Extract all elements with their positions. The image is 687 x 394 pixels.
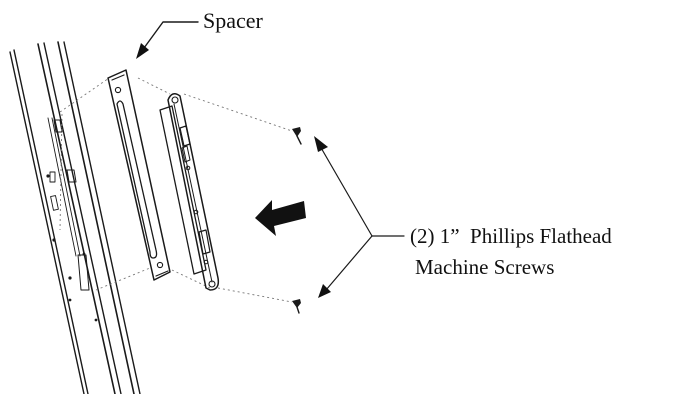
- screws-label-line2: Machine Screws: [415, 255, 554, 279]
- spacer-label: Spacer: [203, 8, 264, 33]
- bracket-part: [159, 93, 220, 291]
- screws-label-line1: (2) 1” Phillips Flathead: [410, 224, 612, 248]
- mounting-rail: [9, 41, 141, 394]
- leader-lines: [136, 21, 405, 298]
- spacer-part: [107, 69, 171, 281]
- screw-bottom: [292, 299, 301, 314]
- direction-arrow-icon: [255, 200, 306, 236]
- alignment-lines: [59, 75, 293, 303]
- screw-top: [292, 127, 302, 145]
